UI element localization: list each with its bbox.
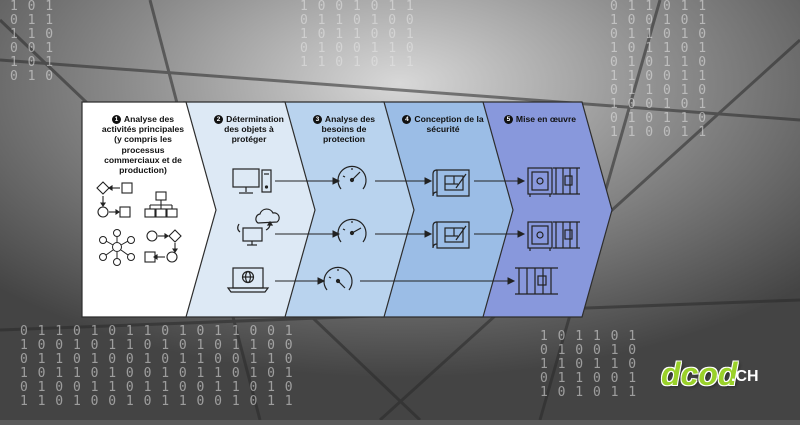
- flow-arrow: [375, 230, 433, 238]
- vault-door-icon: [553, 221, 580, 249]
- blueprint-plan-icon: [432, 169, 470, 197]
- safe-icon: [527, 221, 553, 251]
- gauge-icon: [337, 218, 367, 243]
- blueprint-plan-icon: [432, 221, 470, 249]
- step-1-label: Analyse des activités principales (y com…: [101, 114, 185, 176]
- network-people-icon: [99, 229, 135, 266]
- step-5-label: Mise en œuvre: [515, 114, 577, 124]
- dcod-logo-suffix: .CH: [731, 368, 759, 385]
- step-4-number: 4: [402, 115, 412, 124]
- flow-arrow: [275, 177, 341, 185]
- step-3-number: 3: [312, 115, 322, 124]
- binary-code-decoration: 1 0 1 1 0 1 0 1 0 0 1 0 1 1 0 1 1 0 0 1 …: [540, 329, 638, 400]
- gauge-icon: [337, 165, 367, 190]
- org-chart-icon: [144, 191, 178, 218]
- step-2-label: Détermination des objets à protéger: [224, 114, 284, 145]
- cloud-computer-icon: [237, 208, 280, 246]
- step-5-number: 5: [503, 115, 513, 124]
- binary-code-decoration: 1 0 1 0 1 1 1 1 0 0 0 1 1 0 1 0 1 0: [10, 0, 55, 84]
- vault-door-icon: [515, 267, 558, 295]
- step-2-number: 2: [214, 115, 224, 124]
- safe-icon: [527, 167, 553, 197]
- flow-arrow: [360, 277, 516, 285]
- flow-arrow: [275, 277, 326, 285]
- desktop-computer-icon: [232, 168, 272, 194]
- step-4-label: Conception de la sécurité: [414, 114, 484, 135]
- process-flow-icon: [96, 181, 133, 218]
- binary-code-decoration: 0 1 1 0 1 1 1 0 0 1 0 1 0 1 1 0 1 0 1 0 …: [610, 0, 708, 140]
- flow-arrow: [474, 230, 526, 238]
- laptop-globe-icon: [226, 267, 270, 293]
- binary-code-decoration: 0 1 1 0 1 0 1 1 0 1 0 1 1 0 0 1 1 0 0 1 …: [20, 324, 294, 409]
- dcod-logo: dcod: [661, 356, 738, 392]
- flow-arrow: [375, 177, 433, 185]
- flow-arrow: [275, 230, 341, 238]
- step-1-number: 1: [111, 115, 121, 124]
- step-3-label: Analyse des besoins de protection: [321, 114, 376, 145]
- gauge-icon: [323, 266, 353, 291]
- flow-arrow: [474, 177, 526, 185]
- decision-flow-icon: [144, 229, 182, 263]
- binary-code-decoration: 1 0 0 1 0 1 1 0 1 1 0 1 0 0 1 0 1 1 0 0 …: [300, 0, 415, 70]
- vault-door-icon: [553, 167, 580, 195]
